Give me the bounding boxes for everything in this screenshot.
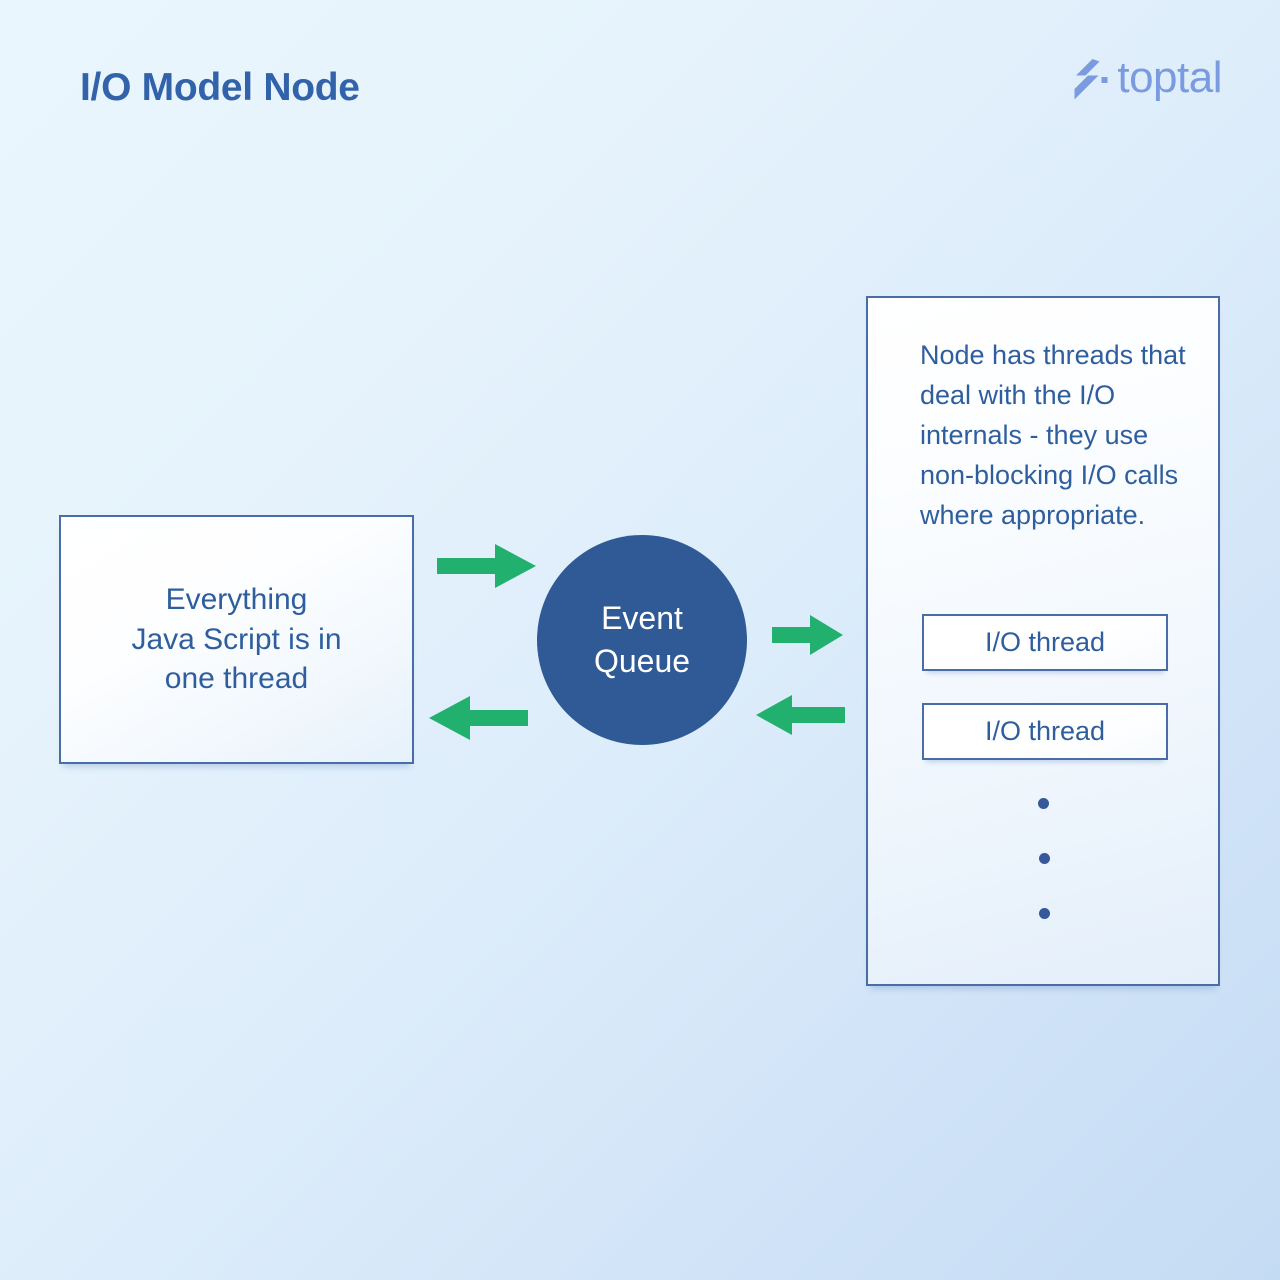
ellipsis-dot-3	[1039, 908, 1050, 919]
io-thread-box-2: I/O thread	[922, 703, 1168, 760]
ellipsis-dot-1	[1037, 798, 1049, 809]
io-thread-box-1: I/O thread	[922, 614, 1168, 671]
node-threads-panel: Node has threads that deal with the I/O …	[866, 296, 1220, 986]
event-queue-label: Event Queue	[593, 599, 691, 679]
more-threads-ellipsis-icon	[868, 798, 1218, 919]
arrow-left-box-to-event-queue	[437, 544, 536, 588]
io-thread-label-2: I/O thread	[984, 716, 1106, 746]
io-thread-label-1: I/O thread	[984, 627, 1106, 657]
toptal-logo: toptal	[1068, 56, 1222, 104]
event-queue-circle: Event Queue	[537, 535, 747, 745]
arrow-event-queue-to-threads	[772, 615, 843, 655]
arrow-threads-to-event-queue	[756, 695, 845, 735]
arrow-event-queue-to-left-box	[429, 696, 528, 740]
toptal-chevron-icon	[1074, 59, 1108, 100]
page-title: I/O Model Node	[80, 66, 360, 109]
node-threads-description: Node has threads that deal with the I/O …	[920, 340, 1186, 530]
everything-javascript-box: Everything Java Script is in one thread	[59, 515, 414, 764]
ellipsis-dot-2	[1038, 853, 1050, 864]
everything-javascript-label: Everything Java Script is in one thread	[131, 582, 342, 696]
toptal-wordmark: toptal	[1117, 53, 1222, 102]
